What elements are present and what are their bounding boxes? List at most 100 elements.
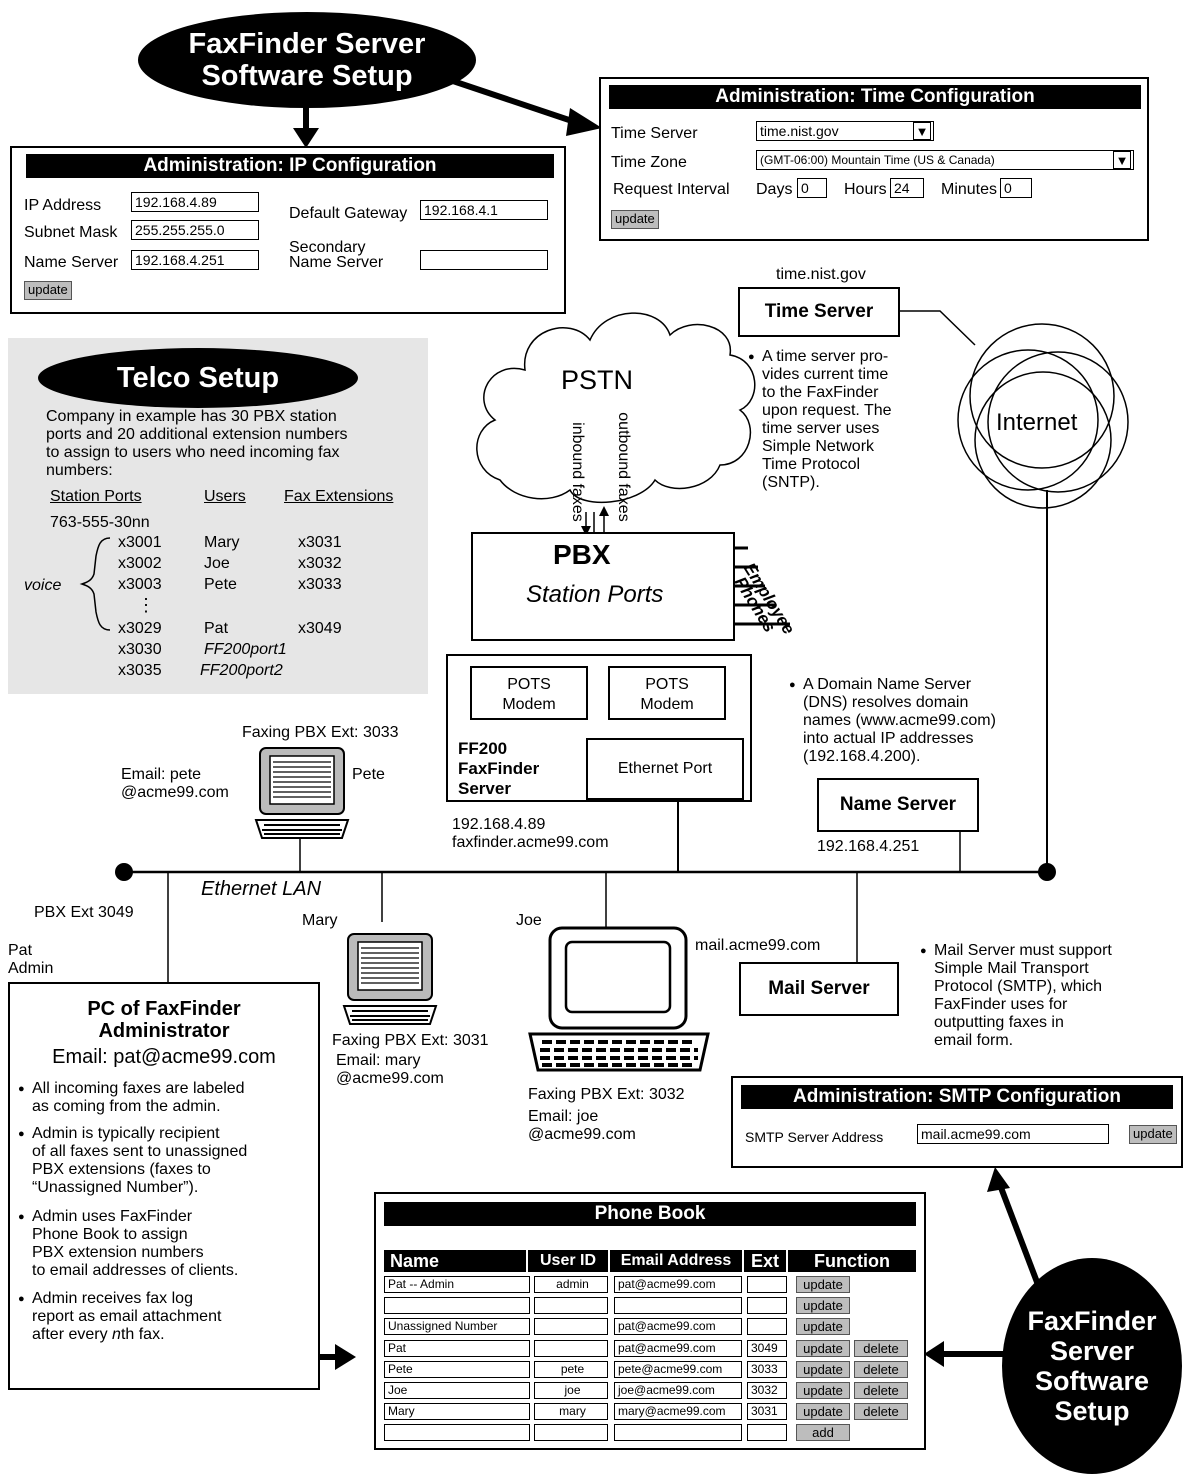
days-field[interactable]: 0 xyxy=(797,178,827,198)
phonebook-userid-cell[interactable]: admin xyxy=(534,1276,608,1293)
ip-update-button[interactable]: update xyxy=(24,281,72,300)
smtp-config-title: Administration: SMTP Configuration xyxy=(741,1085,1173,1109)
phonebook-userid-cell[interactable] xyxy=(534,1297,608,1315)
ts-note-4: upon request. The xyxy=(762,402,892,419)
mail-server-title: Mail Server xyxy=(768,978,870,999)
phonebook-email-cell[interactable] xyxy=(614,1297,742,1315)
update-button[interactable]: update xyxy=(796,1360,850,1378)
pete-faxing: Faxing PBX Ext: 3033 xyxy=(242,724,399,741)
telco-desc-3: to assign to users who need incoming fax xyxy=(46,444,340,461)
mail-note-1: Mail Server must support xyxy=(934,942,1112,959)
update-button[interactable]: update xyxy=(796,1276,850,1293)
minutes-field[interactable]: 0 xyxy=(1000,178,1032,198)
phonebook-email-cell[interactable]: pat@acme99.com xyxy=(614,1339,742,1357)
phonebook-ext-cell[interactable] xyxy=(747,1424,787,1442)
phonebook-ext-cell[interactable] xyxy=(747,1276,787,1293)
phonebook-name-cell[interactable]: Unassigned Number xyxy=(384,1318,530,1336)
joe-email-1: Email: joe xyxy=(528,1108,599,1125)
phonebook-email-cell[interactable]: pat@acme99.com xyxy=(614,1318,742,1336)
ip-address-field[interactable]: 192.168.4.89 xyxy=(131,192,259,212)
subnet-mask-field[interactable]: 255.255.255.0 xyxy=(131,220,259,240)
admin-title-1: PC of FaxFinder xyxy=(87,998,241,1020)
pstn-cloud xyxy=(476,312,756,503)
phonebook-name-cell[interactable] xyxy=(384,1424,530,1442)
telco-desc-4: numbers: xyxy=(46,462,113,479)
phonebook-ext-cell[interactable] xyxy=(747,1297,787,1315)
modem-2-line-2: Modem xyxy=(640,696,694,713)
secondary-ns-label-1: Secondary xyxy=(289,239,366,256)
phonebook-name-cell[interactable]: Mary xyxy=(384,1403,530,1421)
delete-button[interactable]: delete xyxy=(854,1403,908,1421)
update-button[interactable]: update xyxy=(796,1318,850,1336)
phonebook-userid-cell[interactable]: mary xyxy=(534,1403,608,1421)
phonebook-email-cell[interactable]: mary@acme99.com xyxy=(614,1403,742,1421)
delete-button[interactable]: delete xyxy=(854,1382,908,1399)
mail-note-3: Protocol (SMTP), which xyxy=(934,978,1103,995)
secondary-ns-field[interactable] xyxy=(420,250,548,270)
ts-note-2: vides current time xyxy=(762,366,889,383)
admin-b1-2: as coming from the admin. xyxy=(32,1098,221,1115)
update-button[interactable]: update xyxy=(796,1297,850,1315)
time-server-box: Time Server xyxy=(738,287,900,337)
name-server-field[interactable]: 192.168.4.251 xyxy=(131,250,259,270)
row-3-user: Pete xyxy=(204,576,237,593)
phonebook-ext-cell[interactable]: 3049 xyxy=(747,1339,787,1357)
telco-setup-oval: Telco Setup xyxy=(38,348,358,408)
time-server-field[interactable]: time.nist.gov xyxy=(756,121,934,141)
phonebook-email-cell[interactable]: joe@acme99.com xyxy=(614,1382,742,1399)
admin-bullet-1: All incoming faxes are labeled as coming… xyxy=(18,1080,245,1116)
delete-button[interactable]: delete xyxy=(854,1339,908,1357)
phonebook-userid-cell[interactable]: joe xyxy=(534,1382,608,1399)
modem-1-line-1: POTS xyxy=(507,676,551,693)
phonebook-ext-cell[interactable]: 3032 xyxy=(747,1382,787,1399)
inbound-faxes-label: inbound faxes xyxy=(569,422,586,522)
phonebook-email-cell[interactable] xyxy=(614,1424,742,1442)
phonebook-ext-cell[interactable] xyxy=(747,1318,787,1336)
delete-button[interactable]: delete xyxy=(854,1360,908,1378)
hours-label: Hours xyxy=(844,181,887,198)
row-4-ext: x3049 xyxy=(298,620,342,637)
secondary-ns-label-2: Name Server xyxy=(289,254,384,271)
joe-faxing: Faxing PBX Ext: 3032 xyxy=(528,1086,685,1103)
smtp-address-field[interactable]: mail.acme99.com xyxy=(917,1124,1109,1144)
ethernet-port-box: Ethernet Port xyxy=(586,738,744,800)
phonebook-userid-cell[interactable] xyxy=(534,1318,608,1336)
phonebook-userid-cell[interactable]: pete xyxy=(534,1360,608,1378)
joe-computer-icon xyxy=(528,926,710,1072)
time-server-label: Time Server xyxy=(611,125,698,142)
add-button[interactable]: add xyxy=(796,1424,850,1442)
ellipsis-dots: ⋮ xyxy=(137,595,155,615)
time-zone-dropdown-icon[interactable]: ▼ xyxy=(1113,151,1131,169)
phonebook-name-cell[interactable]: Pete xyxy=(384,1360,530,1378)
ff200-ip: 192.168.4.89 xyxy=(452,816,546,833)
time-update-button[interactable]: update xyxy=(611,210,659,229)
hours-field[interactable]: 24 xyxy=(890,178,924,198)
time-server-host: time.nist.gov xyxy=(776,266,866,283)
update-button[interactable]: update xyxy=(796,1382,850,1399)
phonebook-userid-cell[interactable] xyxy=(534,1424,608,1442)
phonebook-ext-cell[interactable]: 3033 xyxy=(747,1360,787,1378)
update-button[interactable]: update xyxy=(796,1339,850,1357)
phonebook-name-cell[interactable]: Joe xyxy=(384,1382,530,1399)
time-server-dropdown-icon[interactable]: ▼ xyxy=(913,122,931,140)
time-zone-field[interactable]: (GMT-06:00) Mountain Time (US & Canada) xyxy=(756,150,1134,170)
dns-note-2: (DNS) resolves domain xyxy=(803,694,969,711)
row-5-port: x3030 xyxy=(118,641,162,658)
phonebook-userid-cell[interactable] xyxy=(534,1339,608,1357)
default-gateway-field[interactable]: 192.168.4.1 xyxy=(420,200,548,220)
smtp-update-button[interactable]: update xyxy=(1129,1125,1177,1144)
update-button[interactable]: update xyxy=(796,1403,850,1421)
bottom-oval-line-1: FaxFinder xyxy=(1027,1306,1157,1336)
phonebook-name-cell[interactable] xyxy=(384,1297,530,1315)
col-header-userid: User ID xyxy=(528,1250,608,1272)
phonebook-name-cell[interactable]: Pat -- Admin xyxy=(384,1276,530,1293)
ethernet-port-label: Ethernet Port xyxy=(617,760,713,777)
base-number: 763-555-30nn xyxy=(50,514,150,531)
admin-b2-1: Admin is typically recipient xyxy=(32,1125,220,1142)
phonebook-name-cell[interactable]: Pat xyxy=(384,1339,530,1357)
phonebook-email-cell[interactable]: pat@acme99.com xyxy=(614,1276,742,1293)
pat-name-1: Pat xyxy=(8,942,33,959)
ts-note-5: time server uses xyxy=(762,420,880,437)
phonebook-email-cell[interactable]: pete@acme99.com xyxy=(614,1360,742,1378)
phonebook-ext-cell[interactable]: 3031 xyxy=(747,1403,787,1421)
